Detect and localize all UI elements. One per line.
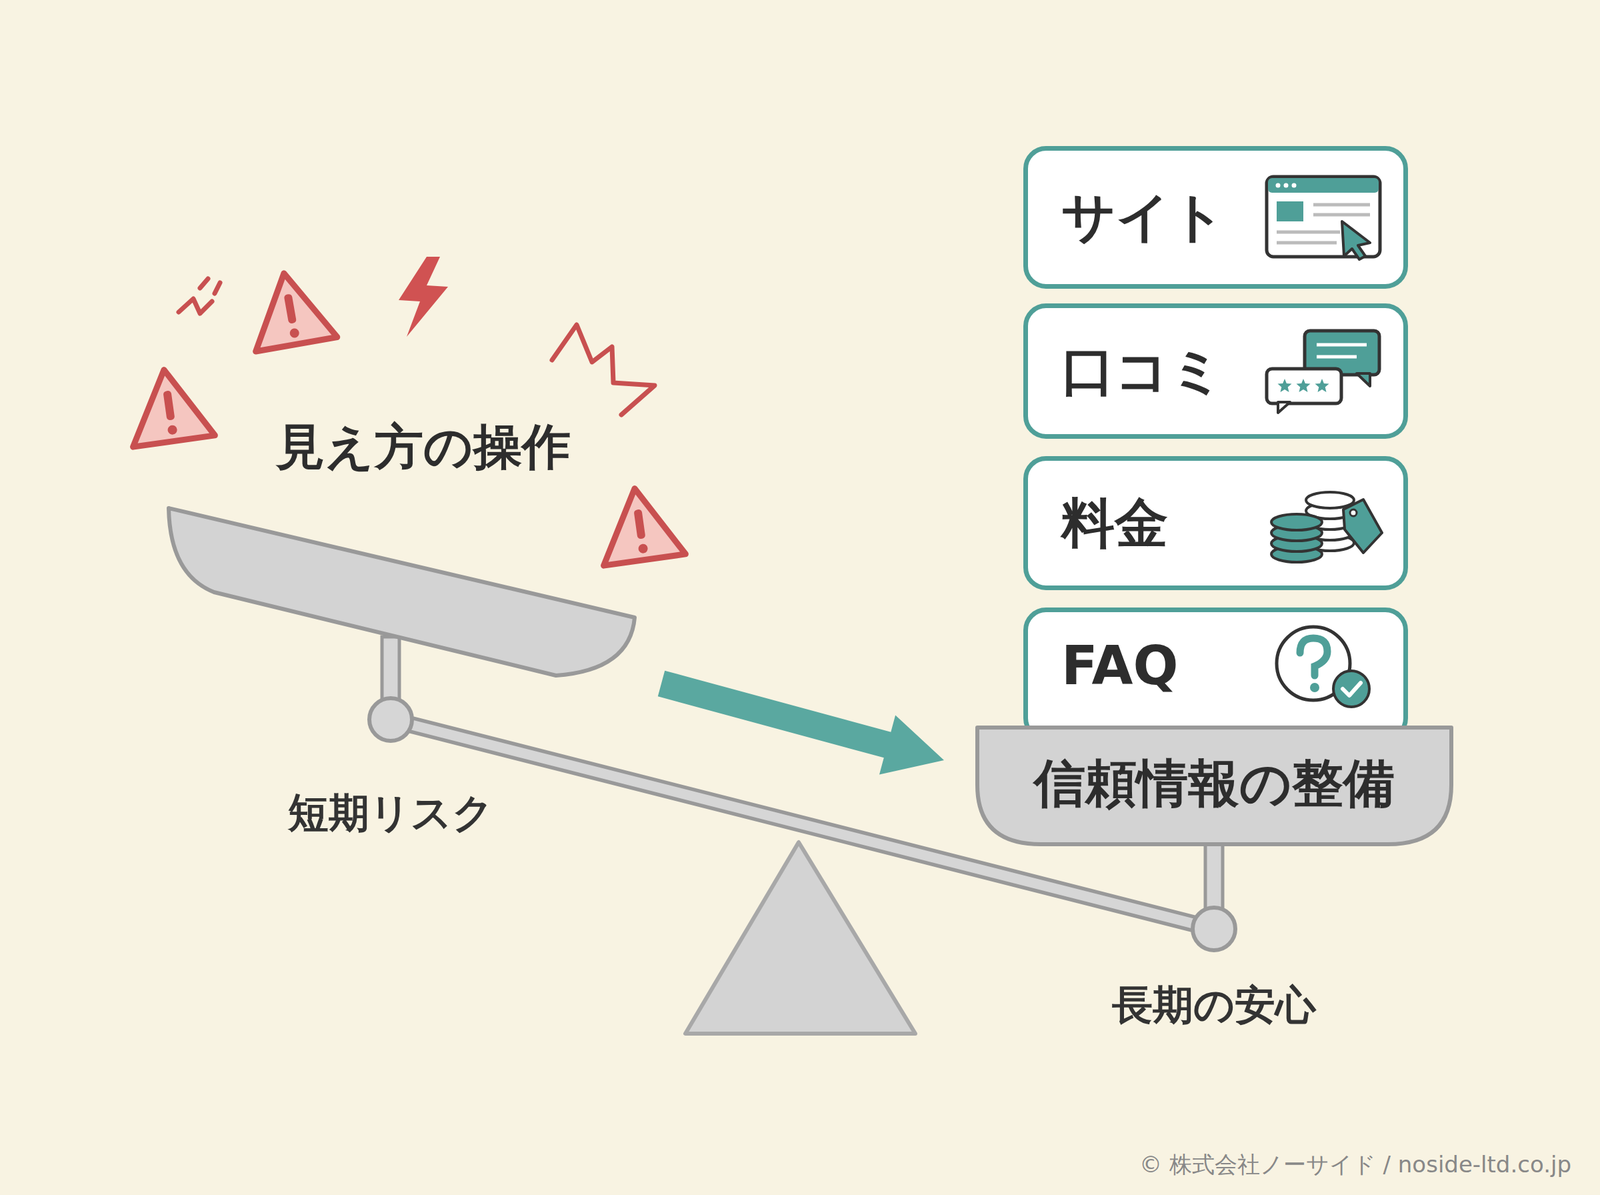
pan-title: 信頼情報の整備 (1034, 754, 1395, 814)
spark-icon (178, 298, 212, 314)
card-icon (1263, 479, 1384, 568)
warning-icon (594, 482, 686, 566)
info-card: 料金 (1023, 456, 1408, 590)
relief-label: 長期の安心 (1112, 978, 1316, 1033)
scale-pan: 見え方の操作 (160, 400, 647, 694)
card-title: サイト (1061, 186, 1226, 248)
flow-arrow (658, 670, 944, 775)
info-card: 口コミ (1023, 303, 1408, 439)
warning-icon (243, 266, 338, 352)
scale-pan: 信頼情報の整備 (974, 724, 1454, 847)
pivot (369, 698, 412, 741)
zigzag-icon (552, 324, 655, 415)
pan-outline (168, 508, 635, 676)
fulcrum (685, 842, 916, 1034)
card-title: FAQ (1061, 635, 1178, 697)
card-title: 料金 (1061, 492, 1168, 554)
card-icon (1263, 327, 1384, 416)
card-title: 口コミ (1061, 340, 1224, 402)
pivot (1192, 907, 1236, 950)
card-icon (1263, 173, 1384, 262)
info-card: サイト (1023, 146, 1408, 289)
risk-label: 短期リスク (288, 786, 494, 841)
lightning-icon (398, 256, 448, 337)
spark-icon (200, 278, 208, 288)
pan-title: 見え方の操作 (276, 418, 571, 475)
card-icon (1263, 622, 1384, 710)
warning-icon (123, 364, 216, 447)
info-card: FAQ (1023, 607, 1408, 741)
copyright-note: © 株式会社ノーサイド / noside-ltd.co.jp (1139, 1149, 1572, 1180)
spark-icon (214, 282, 220, 294)
pan-outline (977, 727, 1452, 844)
